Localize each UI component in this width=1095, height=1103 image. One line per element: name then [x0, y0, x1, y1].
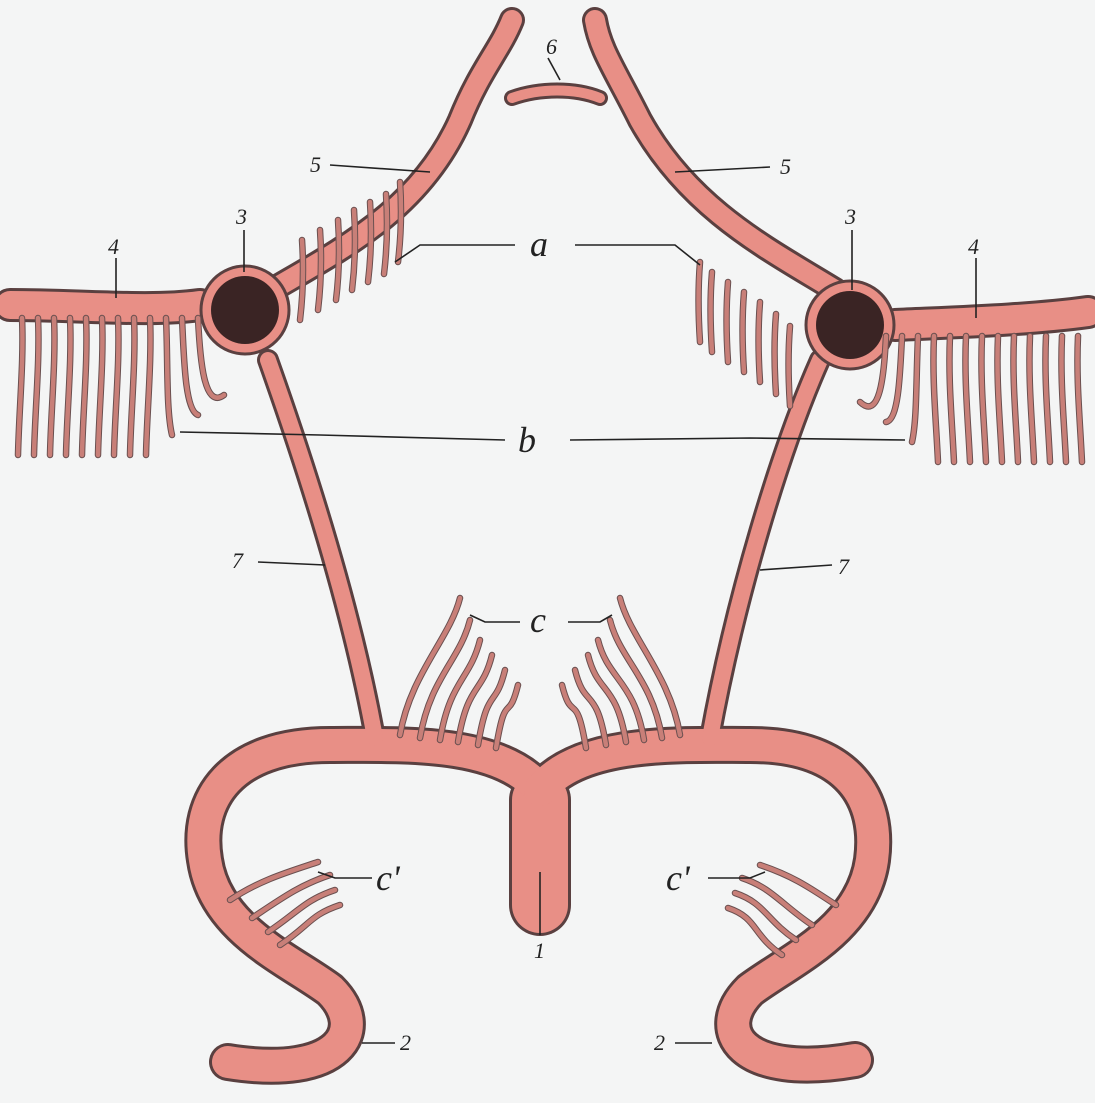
- vessel-7-left: [268, 360, 375, 738]
- branch-c-right: [620, 598, 680, 735]
- label-2-left: 2: [400, 1030, 411, 1055]
- branch-a-right: [759, 302, 761, 382]
- branch-a-right: [743, 292, 745, 372]
- label-5-right: 5: [780, 154, 791, 179]
- branch-cprime-right: [728, 908, 782, 955]
- arch-left: [203, 745, 540, 1066]
- label-c-prime-left: c': [376, 858, 401, 898]
- arch-right: [540, 745, 873, 1065]
- label-3-left: 3: [235, 204, 247, 229]
- label-7-left: 7: [232, 548, 244, 573]
- branch-cprime-right: [760, 865, 836, 905]
- branch-a-right: [789, 326, 791, 406]
- branch-c-left: [496, 685, 518, 748]
- label-c-prime-right: c': [666, 858, 691, 898]
- branch-cprime-left: [230, 862, 318, 900]
- label-4-right: 4: [968, 234, 979, 259]
- label-b: b: [518, 420, 536, 460]
- label-5-left: 5: [310, 152, 321, 177]
- label-6: 6: [546, 34, 557, 59]
- branch-a-right: [711, 272, 713, 352]
- label-c: c: [530, 600, 546, 640]
- vessels: [10, 20, 1088, 1066]
- node-3-right-core: [816, 291, 884, 359]
- label-a: a: [530, 224, 548, 264]
- vessel-4-right: [895, 312, 1088, 325]
- label-2-right: 2: [654, 1030, 665, 1055]
- vessel-4-left: [10, 305, 200, 308]
- branch-a-right: [699, 262, 701, 342]
- branch-a-right: [775, 314, 777, 394]
- label-7-right: 7: [838, 554, 850, 579]
- branch-a-right: [727, 282, 729, 362]
- label-1: 1: [534, 938, 545, 963]
- label-3-right: 3: [844, 204, 856, 229]
- node-3-left-core: [211, 276, 279, 344]
- label-4-left: 4: [108, 234, 119, 259]
- vessel-5-right: [595, 20, 835, 290]
